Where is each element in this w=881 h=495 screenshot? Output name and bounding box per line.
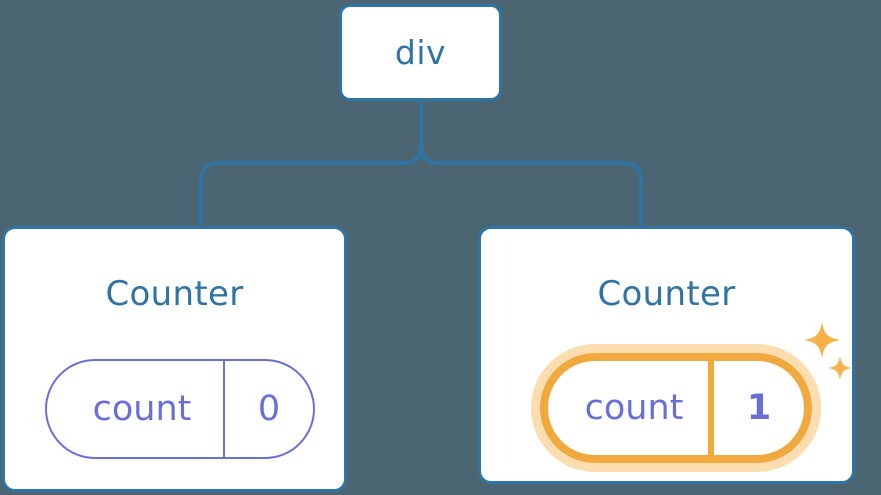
state-pill-right-wrapper: count 1 [531, 344, 821, 472]
node-counter-right[interactable]: Counter count 1 [478, 226, 855, 484]
node-div[interactable]: div [339, 4, 502, 101]
state-value-left: 0 [257, 388, 281, 429]
node-counter-right-title: Counter [597, 274, 736, 314]
state-pill-right[interactable]: count 1 [540, 353, 812, 463]
node-counter-left[interactable]: Counter count 0 [2, 226, 347, 492]
node-counter-left-title: Counter [105, 274, 244, 314]
state-pill-right-glow: count 1 [531, 344, 821, 472]
state-value-right: 1 [746, 387, 772, 428]
state-key-right: count [548, 361, 714, 455]
state-pill-left[interactable]: count 0 [45, 359, 315, 459]
edge-root-to-children [199, 98, 643, 230]
node-div-label: div [394, 33, 447, 72]
state-key-left: count [47, 361, 225, 457]
state-pill-left-wrapper: count 0 [45, 359, 315, 459]
